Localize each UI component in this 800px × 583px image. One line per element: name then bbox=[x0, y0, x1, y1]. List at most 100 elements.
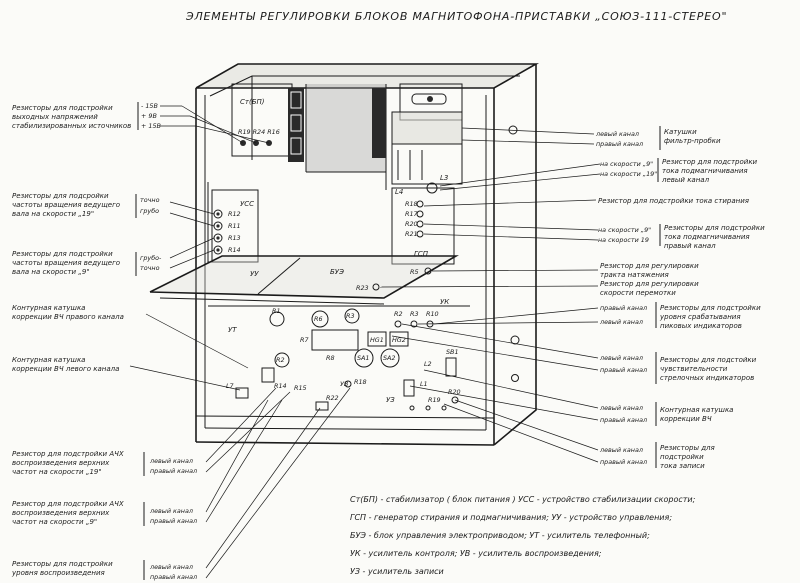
right-text-6b: скорости перемотки bbox=[600, 289, 676, 297]
r21-label: R21 bbox=[405, 230, 418, 238]
right-val-7a: правый канал bbox=[600, 304, 647, 312]
r10-label: R10 bbox=[426, 310, 439, 318]
right-text-4b: тока подмагничивания bbox=[664, 233, 750, 241]
left-text-7b: воспроизведения верхних bbox=[12, 509, 110, 517]
right-text-7c: пиковых индикаторов bbox=[660, 322, 742, 330]
right-text-7a: Резисторы для подстройки bbox=[660, 304, 761, 312]
gsp-board: L4 L3 R18 R17 R20 R21 ГСП bbox=[391, 174, 455, 265]
right-val-10a: левый канал bbox=[599, 446, 643, 454]
right-text-9a: Контурная катушка bbox=[660, 406, 733, 414]
uk-label: УК bbox=[440, 298, 450, 306]
left-text-8b: уровня воспроизведения bbox=[11, 569, 105, 577]
right-text-1a: Катушки bbox=[664, 128, 697, 136]
left-val-3a: грубо- bbox=[140, 254, 162, 262]
left-val-6b: правый канал bbox=[150, 467, 197, 475]
left-leader-lines bbox=[129, 105, 351, 579]
abbreviation-legend: Ст(БП) - стабилизатор ( блок питания ) У… bbox=[350, 495, 696, 576]
right-val-4a: на скорости „9" bbox=[598, 226, 651, 234]
right-val-2b: на скорости „19" bbox=[600, 170, 657, 178]
right-text-5b: тракта натяжения bbox=[600, 271, 669, 279]
left-text-4b: коррекции ВЧ правого канала bbox=[12, 313, 124, 321]
right-val-1a: левый канал bbox=[595, 130, 639, 138]
right-text-2a: Резистор для подстройки bbox=[662, 158, 758, 166]
left-val-1b: + 9В bbox=[141, 112, 157, 120]
r22-label: R22 bbox=[326, 394, 339, 402]
right-text-4a: Резисторы для подстройки bbox=[664, 224, 765, 232]
left-text-7a: Резистор для подстройки АЧХ bbox=[12, 500, 124, 508]
left-val-6a: левый канал bbox=[149, 457, 193, 465]
bue-label: БУЭ bbox=[330, 268, 344, 276]
sb1-label: SB1 bbox=[446, 348, 459, 356]
right-text-9b: коррекции ВЧ bbox=[660, 415, 712, 423]
block-st-label: Ст(БП) bbox=[240, 98, 265, 106]
left-text-3b: частоты вращения ведущего bbox=[12, 259, 120, 267]
l7-label: L7 bbox=[226, 382, 234, 390]
left-text-1b: выходных напряжений bbox=[12, 113, 98, 121]
uu-bue-deck: УУ БУЭ R23 R5 bbox=[149, 255, 459, 305]
r3b-label: R3 bbox=[346, 312, 355, 320]
legend-line-4: УК - усилитель контроля; УВ - усилитель … bbox=[350, 549, 602, 558]
gsp-label: ГСП bbox=[414, 250, 429, 258]
right-val-10b: правый канал bbox=[600, 458, 647, 466]
left-val-3b: точно bbox=[140, 264, 160, 272]
left-val-2b: грубо bbox=[140, 207, 159, 215]
left-annotations: Резисторы для подстройки выходных напряж… bbox=[11, 102, 197, 581]
r5-label: R5 bbox=[410, 268, 419, 276]
right-text-5a: Резистор для регулировки bbox=[600, 262, 699, 270]
right-val-9b: правый канал bbox=[600, 416, 647, 424]
right-text-8c: стрелочных индикаторов bbox=[660, 374, 754, 382]
sa2-label: SA2 bbox=[383, 354, 396, 362]
ng1-label: НG1 bbox=[370, 336, 384, 344]
right-val-9a: левый канал bbox=[599, 404, 643, 412]
right-text-2c: левый канал bbox=[661, 176, 710, 184]
right-val-7b: левый канал bbox=[599, 318, 643, 326]
left-val-7b: правый канал bbox=[150, 517, 197, 525]
uv-label: УВ bbox=[340, 380, 348, 388]
right-val-4b: на скорости 19 bbox=[598, 236, 649, 244]
right-val-8a: левый канал bbox=[599, 354, 643, 362]
l3-label: L3 bbox=[440, 174, 448, 182]
sa1-label: SA1 bbox=[357, 354, 370, 362]
right-text-10c: тока записи bbox=[660, 462, 705, 470]
r23-label: R23 bbox=[356, 284, 369, 292]
right-val-1b: правый канал bbox=[596, 140, 643, 148]
right-text-6a: Резистор для регулировки bbox=[600, 280, 699, 288]
r20-label: R20 bbox=[448, 388, 461, 396]
left-text-1c: стабилизированных источников bbox=[12, 122, 131, 130]
left-text-6a: Резистор для подстройки АЧХ bbox=[12, 450, 124, 458]
left-text-7c: частот на скорости „9" bbox=[12, 518, 97, 526]
legend-line-1: Ст(БП) - стабилизатор ( блок питания ) У… bbox=[350, 495, 696, 504]
right-text-10b: подстройки bbox=[660, 453, 704, 461]
left-text-2a: Резисторы для подсройки bbox=[12, 192, 109, 200]
right-annotations: левый канал правый канал Катушки фильтр-… bbox=[595, 126, 765, 470]
lower-boards: УТ УК R2 R3 R10 R1 R6 R3 НG1 НG2 SA1 SA2… bbox=[208, 298, 470, 411]
r12-label: R12 bbox=[228, 210, 241, 218]
power-block: Ст(БП) R19 R24 R16 bbox=[209, 75, 520, 190]
right-val-2a: на скорости „9" bbox=[600, 160, 653, 168]
left-val-8a: левый канал bbox=[149, 563, 193, 571]
usss-board: УСС R12 R11 R13 R14 bbox=[207, 182, 259, 263]
ut-label: УТ bbox=[228, 326, 237, 334]
right-text-2b: тока подмагничивания bbox=[662, 167, 748, 175]
r17-label: R17 bbox=[405, 210, 418, 218]
r20-label: R20 bbox=[405, 220, 418, 228]
left-val-2a: точно bbox=[140, 196, 160, 204]
left-val-8b: правый канал bbox=[150, 573, 197, 581]
r8-label: R8 bbox=[326, 354, 335, 362]
right-leader-lines bbox=[379, 127, 601, 463]
right-text-7b: уровня срабатывания bbox=[659, 313, 741, 321]
r2b-label: R2 bbox=[276, 356, 285, 364]
right-val-8b: правый канал bbox=[600, 366, 647, 374]
legend-line-3: БУЭ - блок управления электроприводом; У… bbox=[350, 531, 650, 540]
left-text-5a: Контурная катушка bbox=[12, 356, 85, 364]
legend-line-5: УЗ - усилитель записи bbox=[350, 567, 444, 576]
l2-label: L2 bbox=[424, 360, 432, 368]
diagram-title: ЭЛЕМЕНТЫ РЕГУЛИРОВКИ БЛОКОВ МАГНИТОФОНА-… bbox=[185, 10, 727, 23]
r13-label: R13 bbox=[228, 234, 241, 242]
l1-label: L1 bbox=[420, 380, 428, 388]
r14b-label: R14 bbox=[274, 382, 287, 390]
r2-label: R2 bbox=[394, 310, 403, 318]
left-text-5b: коррекции ВЧ левого канала bbox=[12, 365, 119, 373]
r6-label: R6 bbox=[314, 315, 323, 323]
uu-label: УУ bbox=[250, 270, 259, 278]
